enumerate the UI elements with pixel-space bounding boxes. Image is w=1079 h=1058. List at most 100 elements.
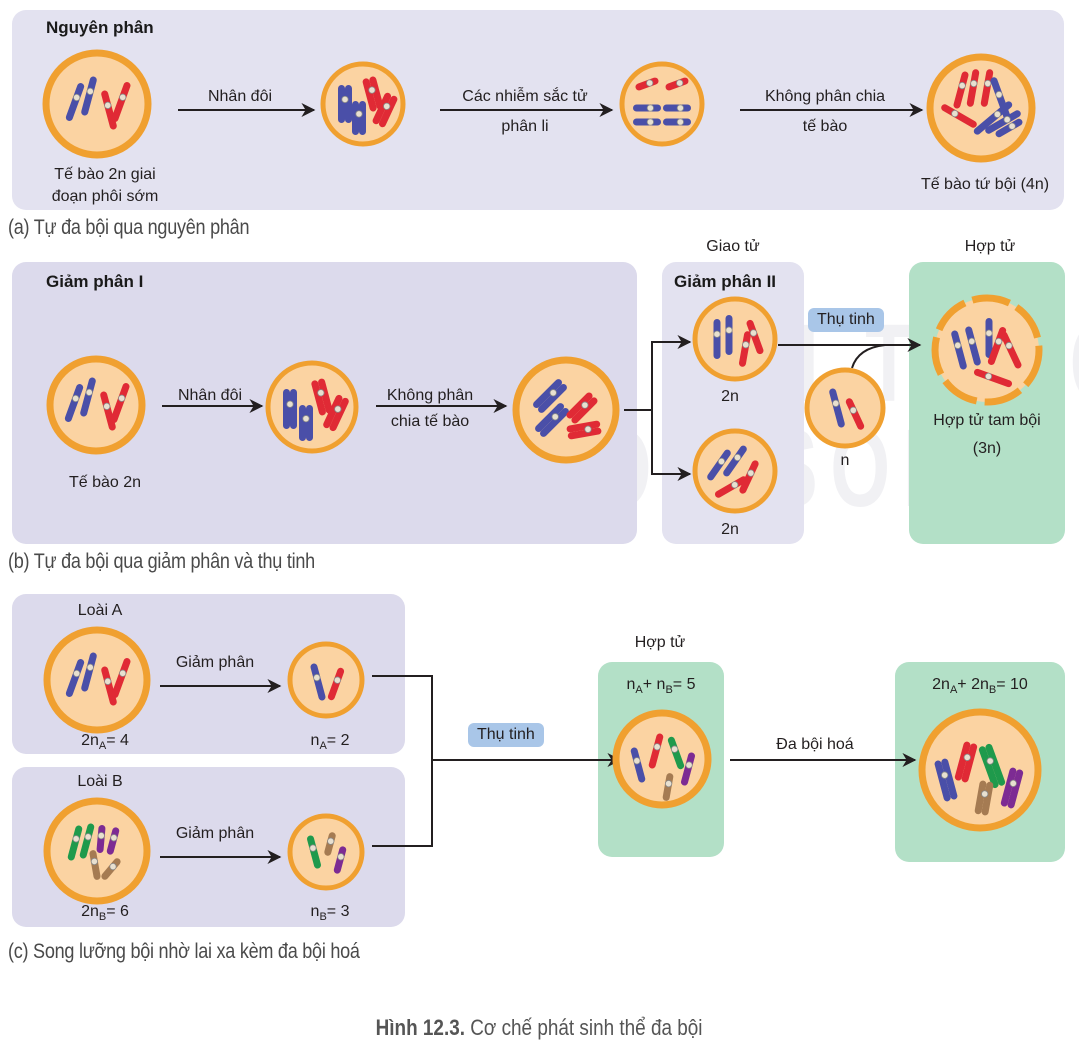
chromosome xyxy=(65,82,85,122)
species-a-title: Loài A xyxy=(77,602,123,619)
cell-duplicated-b xyxy=(265,360,359,454)
bracket-c xyxy=(372,675,433,847)
arrow-no-division-b-label-1: Không phân xyxy=(386,387,474,404)
chromosome xyxy=(648,733,664,769)
chromosome xyxy=(966,69,980,107)
species-b-n-text: n xyxy=(310,903,320,920)
chromosome xyxy=(725,315,733,355)
formula-part: = 10 xyxy=(996,676,1028,693)
chromosome xyxy=(707,449,731,481)
chromosome xyxy=(111,82,131,122)
chromosome xyxy=(323,394,349,432)
chromosome xyxy=(941,104,977,128)
species-a-cell xyxy=(43,626,151,734)
chromosome xyxy=(746,319,764,355)
chromosome xyxy=(954,741,978,783)
chromosome xyxy=(662,773,674,801)
meiosis-1-title: Giảm phân I xyxy=(46,272,144,291)
chromosome xyxy=(110,383,130,423)
chromosome xyxy=(80,377,96,417)
chromosome xyxy=(663,104,691,112)
chromosome xyxy=(67,825,83,861)
species-b-gamete xyxy=(287,813,365,891)
figure-number: Hình 12.3. xyxy=(376,1015,466,1040)
cell-duplicated xyxy=(320,61,406,147)
species-b-n-label: nB= 3 xyxy=(280,901,380,928)
cell-anaphase xyxy=(619,61,705,147)
species-b-2n-text: 2n xyxy=(81,903,99,920)
normal-gamete-n xyxy=(804,367,886,449)
arrow-no-division-b-label-2: chia tế bào xyxy=(390,413,470,430)
species-b-2n-sub: B xyxy=(98,911,107,923)
fertilization-pill-c: Thụ tinh xyxy=(468,723,544,747)
species-b-meiosis-label: Giảm phân xyxy=(175,825,255,842)
formula-part: = 5 xyxy=(672,676,696,693)
species-a-n-value: = 2 xyxy=(326,732,350,749)
section-c-caption: (c) Song lưỡng bội nhờ lai xa kèm đa bội… xyxy=(8,940,360,963)
arrow-separation-label-1: Các nhiễm sắc tử xyxy=(462,88,588,105)
chromosome xyxy=(324,832,336,856)
species-a-2n-value: = 4 xyxy=(106,732,129,749)
arrow-duplication-b-label: Nhân đôi xyxy=(177,387,243,404)
allopolyploid-cell xyxy=(918,708,1042,832)
cell-tetraploid xyxy=(926,53,1036,163)
chromosome xyxy=(714,476,748,498)
chromosome xyxy=(667,736,685,770)
formula-part: + 2n xyxy=(957,676,989,693)
formula-sub: B xyxy=(988,684,997,696)
chromosome xyxy=(96,825,106,853)
chromosome xyxy=(372,92,398,128)
chromosome xyxy=(101,858,121,880)
chromosome xyxy=(951,330,967,370)
chromosome xyxy=(845,398,865,430)
chromosome xyxy=(633,104,661,112)
formula-part: n xyxy=(626,676,636,693)
chromosome xyxy=(310,663,326,701)
species-a-meiosis-label: Giảm phân xyxy=(175,654,255,671)
gamete-2n-1 xyxy=(692,296,778,382)
chromosome xyxy=(65,658,85,698)
fertilization-pill-b: Thụ tinh xyxy=(808,308,884,332)
chromosome xyxy=(985,110,1021,134)
chromosome xyxy=(362,76,384,112)
chromosome xyxy=(533,379,567,413)
chromosome xyxy=(338,85,352,123)
figure-caption: Hình 12.3. Cơ chế phát sinh thể đa bội xyxy=(0,1015,1079,1041)
arrow-b-branch-2 xyxy=(651,410,692,481)
chromosome xyxy=(665,77,689,91)
chromosome xyxy=(283,389,297,429)
chromosome xyxy=(681,752,695,786)
chromosome xyxy=(307,835,321,869)
polyploidization-label: Đa bội hoá xyxy=(776,736,854,753)
species-a-n-label: nA= 2 xyxy=(280,730,380,757)
chromosome xyxy=(995,118,1023,138)
species-a-n-sub: A xyxy=(319,740,327,752)
zygote-header-c: Hợp tử xyxy=(634,634,686,651)
chromosome xyxy=(81,652,97,692)
triploid-zygote xyxy=(931,294,1043,406)
chromosome xyxy=(1000,767,1024,809)
chromosome xyxy=(81,76,97,116)
chromosome xyxy=(327,667,345,701)
chromosome xyxy=(738,331,752,367)
chromosome xyxy=(352,101,366,135)
chromosome xyxy=(829,388,845,428)
section-a-title: Nguyên phân xyxy=(46,18,154,37)
chromosome xyxy=(934,758,958,802)
figure-title: Cơ chế phát sinh thể đa bội xyxy=(470,1015,703,1040)
species-b-2n-value: = 6 xyxy=(106,903,129,920)
chromosome xyxy=(566,420,602,440)
meiosis-2-title: Giảm phân II xyxy=(674,272,777,291)
chromosome xyxy=(79,823,95,859)
tetraploid-cell-label: Tế bào tứ bội (4n) xyxy=(920,176,1050,193)
chromosome xyxy=(64,383,84,423)
chromosome xyxy=(985,318,993,358)
arrow-separation-label-2: phân li xyxy=(501,118,549,135)
section-b-caption: (b) Tự đa bội qua giảm phân và thụ tinh xyxy=(8,550,315,573)
chromosome xyxy=(965,326,981,366)
zygote-header-b: Hợp tử xyxy=(964,238,1016,255)
chromosome xyxy=(299,405,313,441)
arrow-b-n-curve xyxy=(851,344,886,369)
triploid-zygote-label-2: (3n) xyxy=(972,440,1002,457)
gamete-2n-label-1: 2n xyxy=(721,388,739,405)
